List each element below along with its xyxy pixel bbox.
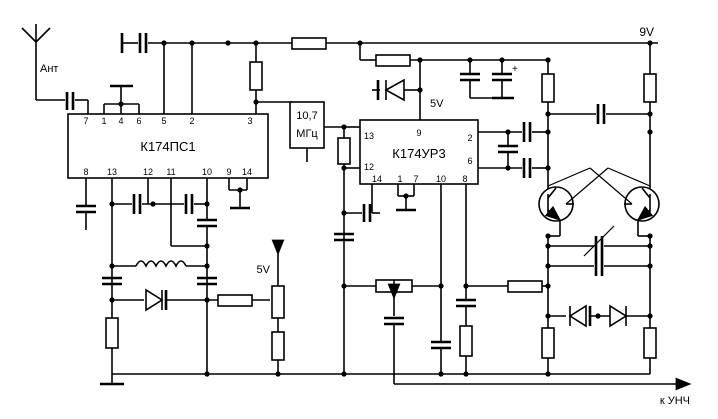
supply-5v-left-label: 5V xyxy=(257,264,271,276)
ic2-label: К174УР3 xyxy=(392,146,445,161)
ic1-pin-top: 2 xyxy=(189,116,194,126)
ic2-pin: 1 xyxy=(397,174,402,184)
ic2-pin: 14 xyxy=(372,174,382,184)
resistor xyxy=(459,325,473,357)
ic1-pin-bottom: 13 xyxy=(107,167,117,177)
resistor xyxy=(291,37,327,50)
resistor xyxy=(643,327,657,359)
resistor xyxy=(105,317,119,349)
ic1-pin-bottom: 8 xyxy=(83,167,88,177)
ic1-pin-bottom: 9 xyxy=(226,167,231,177)
filter-label-unit: МГц xyxy=(296,128,318,140)
ic1-block xyxy=(67,113,269,179)
ic1-pin-bottom: 11 xyxy=(166,167,175,177)
supply-9v-label: 9V xyxy=(639,25,654,39)
ic2-pin: 7 xyxy=(413,174,418,184)
ic2-pin: 13 xyxy=(364,131,374,141)
zener-diode xyxy=(384,78,405,102)
ic1-pin-top: 5 xyxy=(161,116,166,126)
ic1-pin-top: 1 xyxy=(101,116,106,126)
resistor xyxy=(217,294,253,307)
ic1-pin-bottom: 14 xyxy=(242,167,252,177)
transistor-right xyxy=(624,186,660,222)
resistor xyxy=(337,137,351,165)
resistor xyxy=(541,327,555,359)
ic1-pin-top: 6 xyxy=(136,116,141,126)
polarity-plus: + xyxy=(512,64,518,75)
ic1-pin-top: 4 xyxy=(118,116,123,126)
resistor xyxy=(375,54,411,67)
resistor xyxy=(541,73,555,103)
filter-label-freq: 10,7 xyxy=(296,110,317,122)
ic2-block xyxy=(359,119,479,185)
resistor xyxy=(643,73,657,103)
ic1-pin-bottom: 12 xyxy=(143,167,153,177)
ic1-pin-top: 7 xyxy=(83,116,88,126)
ic2-pin: 6 xyxy=(467,156,472,166)
ic2-pin: 2 xyxy=(467,133,472,143)
ic1-label: К174ПС1 xyxy=(140,139,195,154)
ic2-pin: 12 xyxy=(364,162,374,172)
ic1-pin-top: 3 xyxy=(247,116,252,126)
ic2-pin: 8 xyxy=(462,174,467,184)
resistor xyxy=(271,331,285,361)
ic2-pin: 9 xyxy=(416,128,421,138)
resistor xyxy=(249,61,263,91)
varicap-diode xyxy=(145,288,164,312)
potentiometer xyxy=(271,285,285,319)
antenna-symbol xyxy=(21,24,51,100)
ceramic-filter xyxy=(289,101,325,149)
inductor-coil xyxy=(135,260,187,268)
ic1-pin-bottom: 10 xyxy=(202,167,212,177)
ic2-pin: 10 xyxy=(436,174,446,184)
supply-5v-top-label: 5V xyxy=(430,98,444,110)
antenna-label: Ант xyxy=(40,63,58,75)
resistor xyxy=(507,280,543,293)
varicap-diode xyxy=(609,304,628,328)
output-label: к УНЧ xyxy=(660,395,690,407)
